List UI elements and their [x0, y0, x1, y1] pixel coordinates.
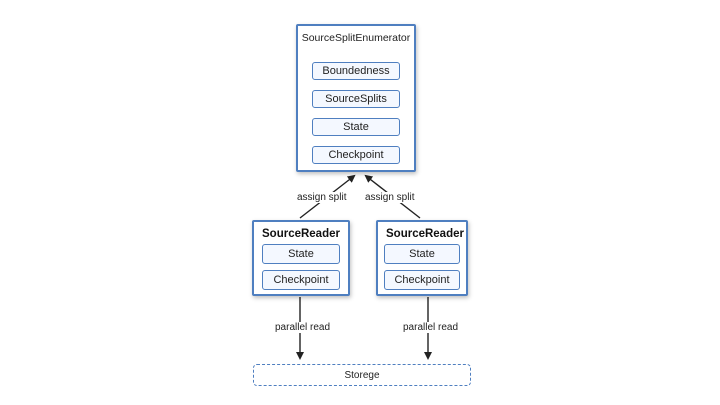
parallel-read-right-label: parallel read	[402, 322, 460, 333]
source-reader-left-state: State	[262, 244, 340, 264]
storage-label: Storege	[344, 369, 380, 381]
enumerator-item-source-splits: SourceSplits	[312, 90, 400, 108]
source-reader-right-checkpoint: Checkpoint	[384, 270, 460, 290]
source-reader-right-title: SourceReader	[386, 228, 464, 240]
enumerator-item-boundedness: Boundedness	[312, 62, 400, 80]
assign-split-left-label: assign split	[296, 192, 348, 203]
source-reader-left-checkpoint: Checkpoint	[262, 270, 340, 290]
assign-split-right-label: assign split	[364, 192, 416, 203]
enumerator-item-checkpoint: Checkpoint	[312, 146, 400, 164]
enumerator-title: SourceSplitEnumerator	[301, 32, 411, 44]
source-reader-left-title: SourceReader	[262, 228, 340, 240]
parallel-read-left-label: parallel read	[274, 322, 332, 333]
enumerator-item-state: State	[312, 118, 400, 136]
source-reader-right-box: SourceReader State Checkpoint	[376, 220, 468, 296]
storage-box: Storege	[253, 364, 471, 386]
source-reader-right-state: State	[384, 244, 460, 264]
source-split-enumerator-box: SourceSplitEnumerator Boundedness Source…	[296, 24, 416, 172]
source-reader-left-box: SourceReader State Checkpoint	[252, 220, 350, 296]
